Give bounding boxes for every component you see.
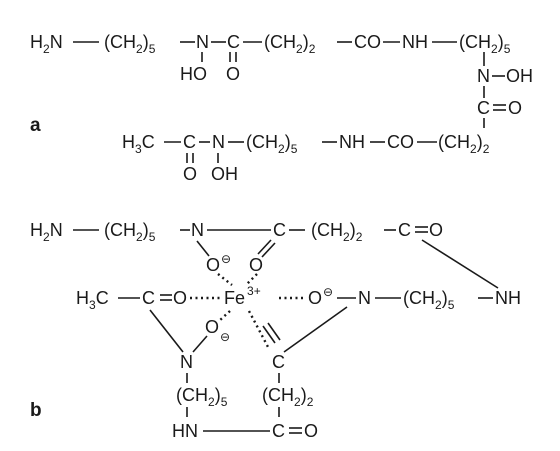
hydroxamate-nitrogen: N [212,132,225,152]
panel-b-label: b [30,400,42,421]
amide-nh: NH [339,132,365,152]
hydroxyl-group: OH [506,66,533,86]
bond-line [262,325,276,344]
coordination-bond [245,273,258,286]
bond-line [196,240,210,257]
amide-carbonyl: CO [354,32,381,52]
pentylene-chain: (CH2)5 [246,132,298,156]
hydroxamate-nitrogen: N [358,288,371,308]
coordination-bond [218,310,231,322]
amide-nh: NH [402,32,428,52]
amide-nh: HN [172,421,198,441]
hydroxamate-nitrogen: N [191,220,204,240]
hydroxyl-group: OH [211,164,238,184]
carbonyl-oxygen: O [173,288,187,308]
ethylene-chain: (CH2)2 [311,220,363,244]
carbonyl-carbon: C [183,132,196,152]
ethylene-chain: (CH2)2 [438,132,490,156]
ethylene-chain: (CH2)2 [262,385,314,409]
pentylene-chain: (CH2)5 [459,32,511,56]
amine-group: H2N [30,32,63,56]
pentylene-chain: (CH2)5 [104,32,156,56]
carbonyl-oxygen: O [226,64,240,84]
amide-nh: NH [495,288,521,308]
hydroxyl-group: HO [180,64,207,84]
ethylene-chain: (CH2)2 [264,32,316,56]
hydroxamate-nitrogen: N [196,32,209,52]
carbonyl-carbon: C [398,220,411,240]
oxygen-anion: O⊖ [308,285,333,308]
methyl-group: H3C [76,288,109,312]
bond-line [421,239,499,289]
hydroxamate-nitrogen: N [477,66,490,86]
panel-b-complex: b H2N (CH2)5 N C (CH2)2 C O O⊖ O H3C C O… [30,220,521,441]
panel-a-structure: a H2N (CH2)5 N C (CH2)2 CO NH (CH2)5 HO … [30,32,533,184]
oxygen-anion: O⊖ [206,252,231,275]
carbonyl-carbon: C [273,220,286,240]
carbonyl-carbon: C [272,352,285,372]
carbonyl-carbon: C [142,288,155,308]
amide-carbonyl: CO [387,132,414,152]
methyl-group: H3C [122,132,155,156]
amine-group: H2N [30,220,63,244]
pentylene-chain: (CH2)5 [104,220,156,244]
carbonyl-oxygen: O [249,255,263,275]
bond-line [257,239,272,255]
panel-a-label: a [30,115,41,136]
carbonyl-carbon: C [272,421,285,441]
carbonyl-carbon: C [477,98,490,118]
carbonyl-oxygen: O [429,220,443,240]
oxygen-anion: O⊖ [205,317,230,344]
bond-line [283,306,348,353]
carbonyl-carbon: C [227,32,240,52]
bond-line [192,335,208,353]
bond-line [261,242,276,258]
hydroxamate-nitrogen: N [180,352,193,372]
coordination-bond [247,310,270,348]
carbonyl-oxygen: O [508,98,522,118]
pentylene-chain: (CH2)5 [176,385,228,409]
pentylene-chain: (CH2)5 [403,288,455,312]
carbonyl-oxygen: O [304,421,318,441]
bond-line [149,309,184,353]
bond-line [267,322,281,341]
coordination-bond [217,273,233,286]
carbonyl-oxygen: O [183,164,197,184]
